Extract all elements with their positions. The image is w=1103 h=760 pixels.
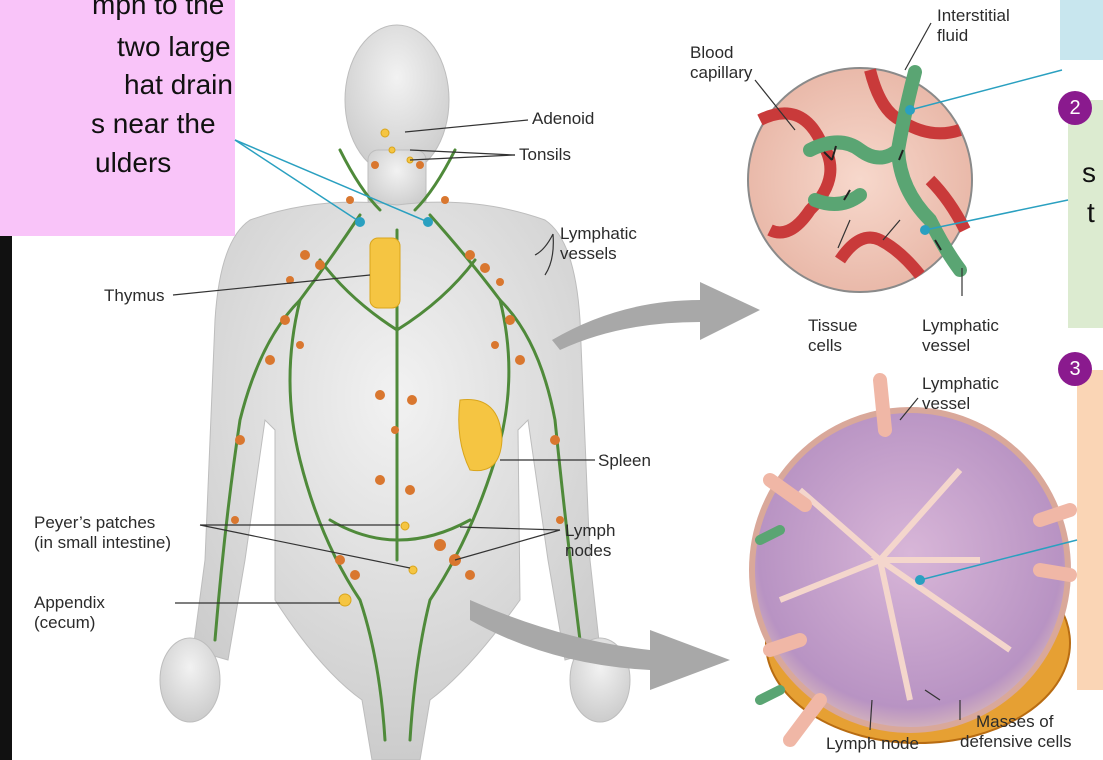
callout-2-line-2: t: [1087, 196, 1103, 230]
label-peyers-patches: Peyer’s patches (in small intestine): [34, 513, 171, 553]
callout-1-line-1: mph to the: [92, 0, 232, 22]
tissue-detail: [748, 68, 972, 292]
label-lymphatic-vessel-tissue-line-1: Lymphatic: [922, 316, 999, 336]
callout-1-text: mph to the: [92, 0, 232, 22]
tonsil-organ-1: [389, 147, 395, 153]
step-badge-2: 2: [1058, 91, 1092, 125]
label-lymphatic-vessel-node: Lymphatic vessel: [922, 374, 999, 414]
label-peyers-line-2: (in small intestine): [34, 533, 171, 553]
label-appendix: Appendix (cecum): [34, 593, 105, 633]
callout-3-box: [1077, 370, 1103, 690]
callout-1-line-2: two large: [117, 30, 235, 64]
callout-1-text-5: ulders: [95, 146, 235, 180]
label-spleen: Spleen: [598, 451, 651, 471]
label-tissue-cells-line-1: Tissue: [808, 316, 857, 336]
lymph-node-detail: [752, 380, 1070, 743]
label-lymphatic-vessel-node-line-1: Lymphatic: [922, 374, 999, 394]
callout-1-line-4: s near the: [91, 107, 235, 141]
label-lymphatic-vessel-tissue-line-2: vessel: [922, 336, 999, 356]
label-tissue-cells: Tissue cells: [808, 316, 857, 356]
top-right-box: [1060, 0, 1103, 60]
label-lymphatic-vessel-node-line-2: vessel: [922, 394, 999, 414]
label-lymph-nodes-line-2: nodes: [565, 541, 615, 561]
label-blood-capillary: Blood capillary: [690, 43, 752, 83]
appendix-organ: [339, 594, 351, 606]
label-tissue-cells-line-2: cells: [808, 336, 857, 356]
left-dark-strip: [0, 236, 12, 760]
label-interstitial-line-2: fluid: [937, 26, 1010, 46]
label-blood-capillary-line-1: Blood: [690, 43, 752, 63]
callout-1-text-3: hat drain: [124, 68, 235, 102]
callout-2-line-1: s: [1082, 156, 1103, 190]
label-lymphatic-vessels-line-2: vessels: [560, 244, 637, 264]
label-interstitial-line-1: Interstitial: [937, 6, 1010, 26]
peyers-organ-2: [409, 566, 417, 574]
step-badge-3: 3: [1058, 352, 1092, 386]
label-masses-defensive-cells: Masses of defensive cells: [960, 712, 1072, 752]
callout-1-text-4: s near the: [91, 107, 235, 141]
label-interstitial-fluid: Interstitial fluid: [937, 6, 1010, 46]
label-thymus: Thymus: [104, 286, 164, 306]
peyers-organ-1: [401, 522, 409, 530]
label-tonsils: Tonsils: [519, 145, 571, 165]
label-blood-capillary-line-2: capillary: [690, 63, 752, 83]
label-lymph-nodes-line-1: Lymph: [565, 521, 615, 541]
label-lymph-nodes: Lymph nodes: [565, 521, 615, 561]
label-lymph-node: Lymph node: [826, 734, 919, 754]
label-masses-line-1: Masses of: [960, 712, 1072, 732]
label-masses-line-2: defensive cells: [960, 732, 1072, 752]
thymus-organ: [370, 238, 400, 308]
label-peyers-line-1: Peyer’s patches: [34, 513, 171, 533]
callout-1-text-2: two large: [117, 30, 235, 64]
arrow-to-tissue: [552, 282, 760, 350]
label-lymphatic-vessels-line-1: Lymphatic: [560, 224, 637, 244]
callout-1-line-5: ulders: [95, 146, 235, 180]
label-appendix-line-1: Appendix: [34, 593, 105, 613]
label-lymphatic-vessel-tissue: Lymphatic vessel: [922, 316, 999, 356]
label-lymphatic-vessels: Lymphatic vessels: [560, 224, 637, 264]
label-adenoid: Adenoid: [532, 109, 594, 129]
adenoid-organ: [381, 129, 389, 137]
callout-1-line-3: hat drain: [124, 68, 235, 102]
label-appendix-line-2: (cecum): [34, 613, 105, 633]
